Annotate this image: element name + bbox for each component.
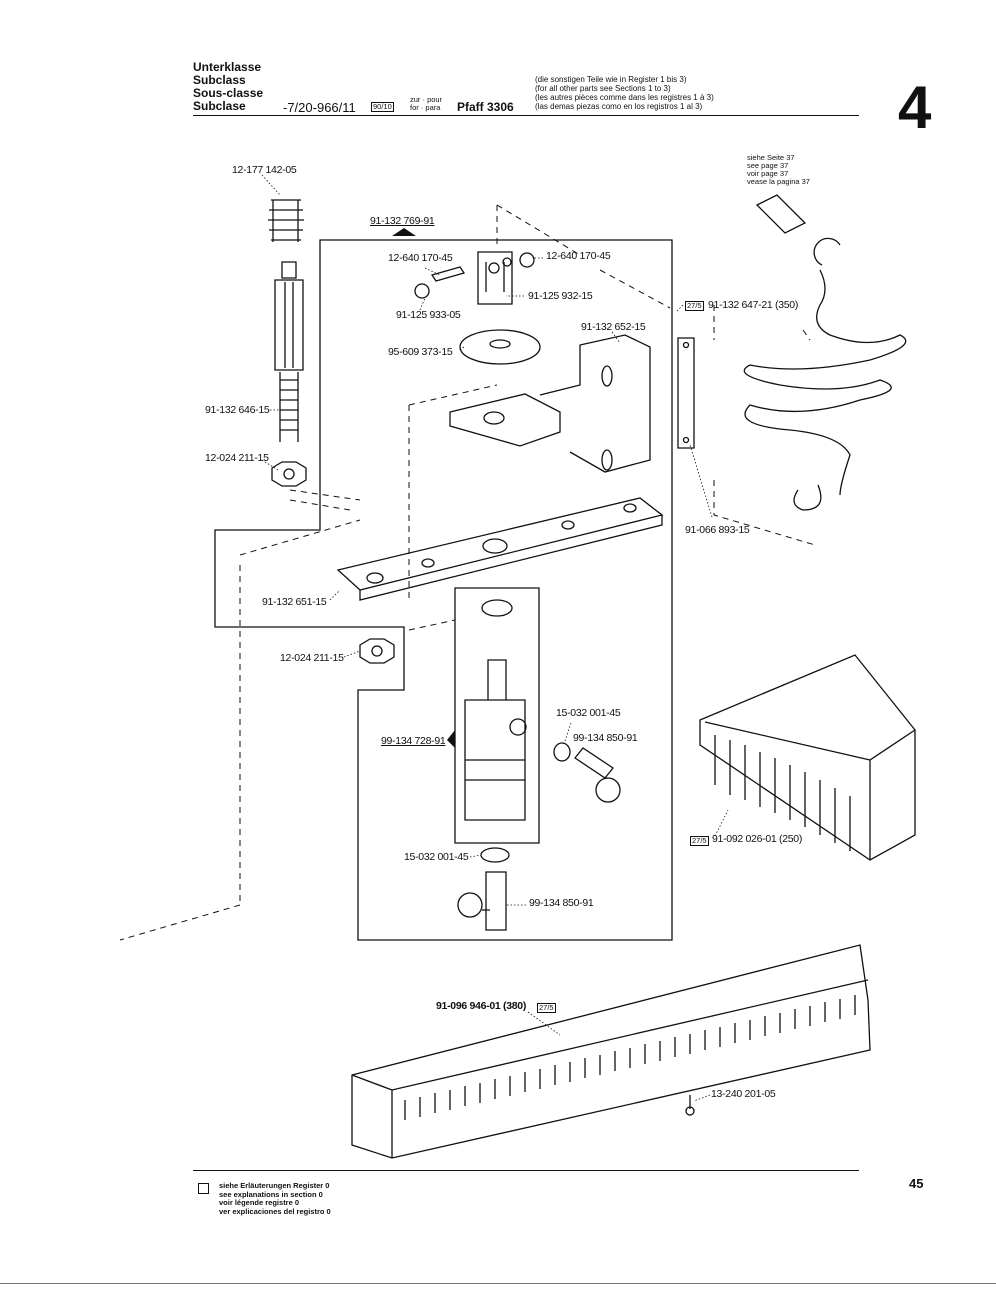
header-rule [193,115,859,116]
vertical-strip [677,337,695,449]
part-label: 91-132 646-15 [205,404,270,416]
hook-bottom [793,484,822,511]
plug-connector [755,194,807,234]
screw-part [685,1095,695,1116]
part-label: 91-132 647-21 (350) [708,299,799,311]
angle-bracket [449,334,651,473]
part-label: 95-609 373-15 [388,346,453,358]
clevis-part [477,251,513,305]
cable-duct-long [351,944,871,1159]
part-label: 91-125 933-05 [396,309,461,321]
part-label: 12-177 142-05 [232,164,297,176]
spring-cap-part [268,199,304,242]
class-label-fr: Sous-classe [193,86,264,100]
see-page-es: vease la pagina 37 [747,177,810,186]
legend-fr: voir légende registre 0 [219,1198,300,1207]
class-label-es: Subclase [193,99,246,113]
see-page-en: see page 37 [747,161,789,170]
part-label: 15-032 001-45 [556,707,621,719]
part-label-group: 91-132 769-91 [370,215,435,227]
class-code: -7/20-966/11 [283,100,356,115]
hex-nut-upper [271,461,307,487]
footer-rule [193,1170,859,1171]
arrow-up-marker [392,228,416,236]
class-label-en: Subclass [193,73,246,87]
header-note-es: (las demas piezas como en los registros … [535,102,703,111]
part-label: 13-240 201-05 [711,1088,776,1100]
hex-standoff [274,261,304,442]
header-note-en: (for all other parts see Sections 1 to 3… [535,84,671,93]
e-ring-left [414,283,430,299]
fitting-right [574,747,621,803]
hook-top [813,237,841,266]
flat-bar [336,497,664,601]
page-number: 45 [909,1176,924,1191]
header-note-de: (die sonstigen Teile wie in Register 1 b… [535,75,687,84]
ref-box: 27/5 [685,301,704,311]
see-page-de: siehe Seite 37 [747,153,795,162]
part-label-group: 99-134 728-91 [381,735,446,747]
header-note-fr: (les autres pièces comme dans les regist… [535,93,714,102]
chain [743,269,907,496]
for-label-de-fr: zur · pour [410,95,443,104]
see-page-note: siehe Seite 37 see page 37 voir page 37 … [747,154,810,186]
part-label: 15-032 001-45 [404,851,469,863]
part-label: 91-066 893-15 [685,524,750,536]
legend-box-icon [198,1183,209,1194]
fitting-lower [457,871,507,931]
cable-duct-short [699,654,916,861]
section-number: 4 [898,74,932,141]
part-label: 12-640 170-45 [546,250,611,262]
o-ring-lower [480,847,510,863]
cylinder-part [464,599,526,821]
cylinder-box [454,587,540,844]
part-label: 91-132 652-15 [581,321,646,333]
group-frame [214,239,673,941]
part-label: 91-132 651-15 [262,596,327,608]
part-label: 99-134 850-91 [573,732,638,744]
scan-edge-line [0,1283,996,1284]
legend-es: ver explicaciones del registro 0 [219,1206,331,1216]
part-label: 91-125 932-15 [528,290,593,302]
part-label: 12-024 211-15 [205,452,269,464]
header-notes: (die sonstigen Teile wie in Register 1 b… [535,75,714,111]
see-page-fr: voir page 37 [747,169,789,178]
hex-nut-lower [359,638,395,664]
class-box: 90/10 [371,102,394,112]
for-label-en-es: for · para [410,103,441,112]
disc-washer [459,329,541,365]
class-labels: Unterklasse Subclass Sous-classe Subclas… [193,61,263,113]
footer-legend: siehe Erläuterungen Register 0 see expla… [219,1181,331,1216]
legend-en: see explanations in section 0 [219,1189,323,1199]
e-ring-right [519,252,535,268]
class-label-de: Unterklasse [193,60,262,74]
ref-box: 27/5 [537,1003,556,1013]
machine-name: Pfaff 3306 [457,100,514,114]
o-ring-right [553,742,571,762]
part-label: 99-134 850-91 [529,897,594,909]
part-label: 91-092 026-01 (250) [712,833,803,845]
arrow-left-marker [447,730,455,748]
part-label: 12-640 170-45 [388,252,453,264]
part-label: 91-096 946-01 (380) [436,1000,527,1012]
legend-de: siehe Erläuterungen Register 0 [219,1181,330,1190]
pin-part [430,266,466,282]
part-label: 12-024 211-15 [280,652,344,664]
ref-box: 27/5 [690,836,709,846]
